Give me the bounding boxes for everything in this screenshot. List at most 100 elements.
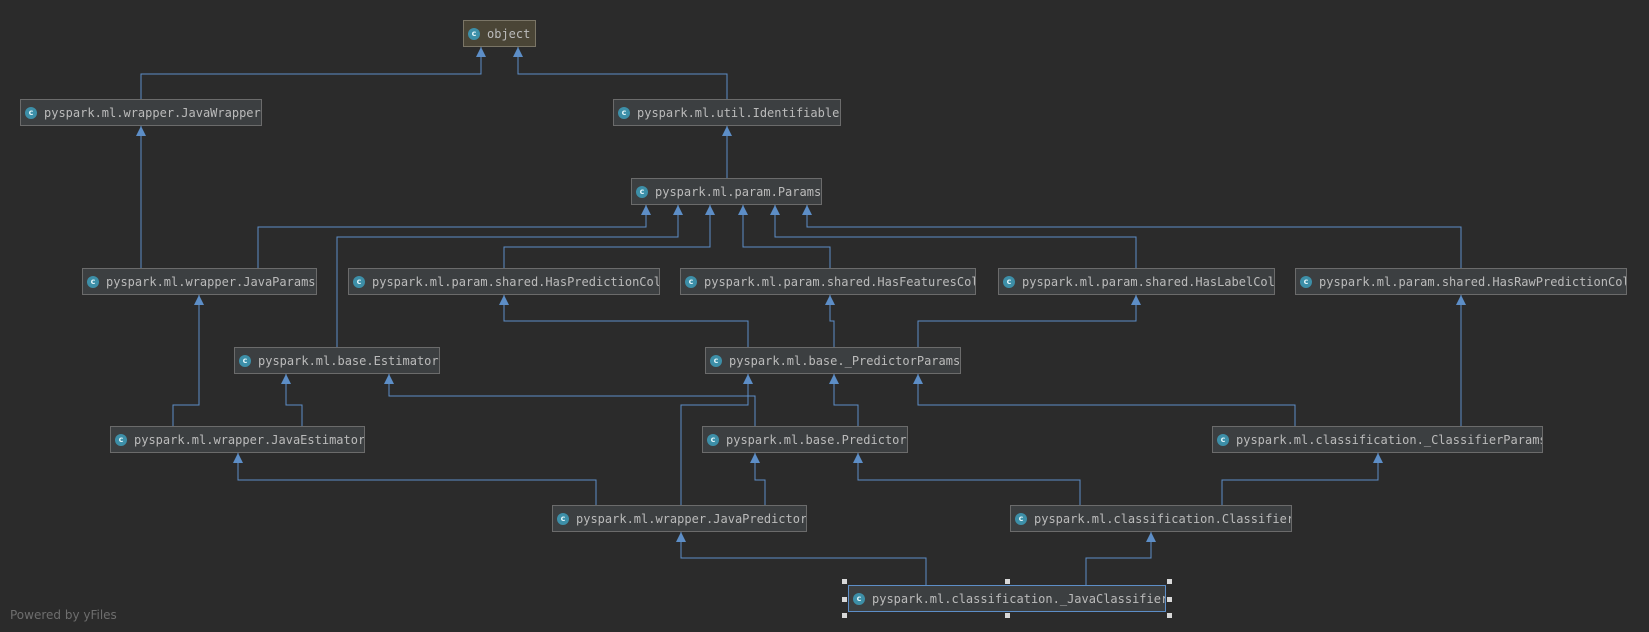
- class-icon: c: [557, 512, 569, 525]
- resize-handle[interactable]: [842, 613, 847, 618]
- resize-handle[interactable]: [1167, 579, 1172, 584]
- edge-identifiable-to-object: [517, 47, 728, 99]
- arrowhead: [738, 205, 748, 215]
- class-node-predictor[interactable]: c pyspark.ml.base.Predictor: [702, 426, 908, 453]
- class-label: pyspark.ml.base._PredictorParams: [729, 353, 961, 368]
- edge-has-features-col-to-params: [742, 205, 831, 268]
- class-label: pyspark.ml.wrapper.JavaWrapper: [44, 105, 261, 120]
- class-icon: c: [115, 433, 127, 446]
- class-icon: c: [710, 354, 722, 367]
- class-node-has-prediction-col[interactable]: c pyspark.ml.param.shared.HasPredictionCo…: [348, 268, 660, 295]
- arrowhead: [676, 532, 686, 542]
- class-icon: c: [1300, 275, 1312, 288]
- resize-handle[interactable]: [842, 579, 847, 584]
- arrowhead: [233, 453, 243, 463]
- class-icon: c: [618, 106, 630, 119]
- arrowhead: [384, 374, 394, 384]
- arrowhead: [722, 126, 732, 136]
- arrowhead: [641, 205, 651, 215]
- arrowhead: [829, 374, 839, 384]
- resize-handle[interactable]: [1005, 579, 1010, 584]
- arrowhead: [194, 295, 204, 305]
- class-icon: c: [636, 185, 648, 198]
- arrowhead: [825, 295, 835, 305]
- class-label: pyspark.ml.param.shared.HasPredictionCol: [372, 274, 660, 289]
- edge-estimator-to-params: [336, 205, 679, 347]
- edge-classifier-params-to-predictor-params: [917, 374, 1296, 426]
- resize-handle[interactable]: [1005, 613, 1010, 618]
- edge-java-classifier-to-classifier: [1085, 532, 1152, 585]
- edge-java-predictor-to-predictor-params: [680, 374, 749, 505]
- resize-handle[interactable]: [1167, 596, 1172, 602]
- edge-predictor-params-to-has-features-col: [829, 295, 835, 347]
- yfiles-watermark: Powered by yFiles: [10, 608, 117, 622]
- edge-predictor-to-estimator: [388, 374, 756, 426]
- edge-java-classifier-to-java-predictor: [680, 532, 927, 585]
- edge-java-predictor-to-java-estimator: [237, 453, 597, 505]
- class-label: pyspark.ml.base.Estimator: [258, 353, 439, 368]
- edge-predictor-params-to-has-prediction-col: [503, 295, 749, 347]
- class-label: pyspark.ml.wrapper.JavaParams: [106, 274, 316, 289]
- class-icon: c: [685, 275, 697, 288]
- edge-java-estimator-to-estimator: [285, 374, 303, 426]
- class-icon: c: [468, 27, 480, 40]
- class-icon: c: [353, 275, 365, 288]
- class-icon: c: [25, 106, 37, 119]
- class-icon: c: [1003, 275, 1015, 288]
- resize-handle[interactable]: [1167, 613, 1172, 618]
- class-node-java-params[interactable]: c pyspark.ml.wrapper.JavaParams: [82, 268, 317, 295]
- arrowhead: [476, 47, 486, 57]
- arrowhead: [913, 374, 923, 384]
- edge-predictor-to-predictor-params: [833, 374, 859, 426]
- edge-has-raw-prediction-col-to-params: [806, 205, 1462, 268]
- class-label: pyspark.ml.param.shared.HasFeaturesCol: [704, 274, 976, 289]
- class-label: object: [487, 26, 531, 41]
- class-label: pyspark.ml.base.Predictor: [726, 432, 907, 447]
- class-label: pyspark.ml.param.shared.HasLabelCol: [1022, 274, 1275, 289]
- class-label: pyspark.ml.param.Params: [655, 184, 822, 199]
- edge-java-predictor-to-predictor: [754, 453, 766, 505]
- arrowhead: [673, 205, 683, 215]
- class-node-params[interactable]: c pyspark.ml.param.Params: [631, 178, 822, 205]
- arrowhead: [743, 374, 753, 384]
- arrowhead: [705, 205, 715, 215]
- arrowhead: [1373, 453, 1383, 463]
- class-label: pyspark.ml.util.Identifiable: [637, 105, 840, 120]
- arrowhead: [1456, 295, 1466, 305]
- class-node-java-predictor[interactable]: c pyspark.ml.wrapper.JavaPredictor: [552, 505, 807, 532]
- edge-classifier-to-predictor: [857, 453, 1081, 505]
- edge-has-label-col-to-params: [774, 205, 1137, 268]
- edge-has-prediction-col-to-params: [503, 205, 711, 268]
- arrowhead: [853, 453, 863, 463]
- class-label: pyspark.ml.wrapper.JavaEstimator: [134, 432, 365, 447]
- class-label: pyspark.ml.wrapper.JavaPredictor: [576, 511, 807, 526]
- edge-classifier-to-classifier-params: [1221, 453, 1379, 505]
- arrowhead: [802, 205, 812, 215]
- arrowhead: [1146, 532, 1156, 542]
- class-node-identifiable[interactable]: c pyspark.ml.util.Identifiable: [613, 99, 841, 126]
- arrowhead: [281, 374, 291, 384]
- arrowhead: [750, 453, 760, 463]
- resize-handle[interactable]: [842, 596, 847, 602]
- arrowhead: [499, 295, 509, 305]
- class-node-java-estimator[interactable]: c pyspark.ml.wrapper.JavaEstimator: [110, 426, 365, 453]
- edge-predictor-params-to-has-label-col: [917, 295, 1137, 347]
- class-icon: c: [707, 433, 719, 446]
- class-node-has-label-col[interactable]: c pyspark.ml.param.shared.HasLabelCol: [998, 268, 1275, 295]
- class-label: pyspark.ml.classification.Classifier: [1034, 511, 1292, 526]
- arrowhead: [136, 126, 146, 136]
- class-icon: c: [1217, 433, 1229, 446]
- class-icon: c: [87, 275, 99, 288]
- class-node-java-wrapper[interactable]: c pyspark.ml.wrapper.JavaWrapper: [20, 99, 262, 126]
- class-node-has-raw-prediction-col[interactable]: c pyspark.ml.param.shared.HasRawPredictio…: [1295, 268, 1627, 295]
- class-label: pyspark.ml.param.shared.HasRawPrediction…: [1319, 274, 1627, 289]
- edge-java-wrapper-to-object: [140, 47, 482, 99]
- class-node-predictor-params[interactable]: c pyspark.ml.base._PredictorParams: [705, 347, 961, 374]
- class-node-has-features-col[interactable]: c pyspark.ml.param.shared.HasFeaturesCol: [680, 268, 976, 295]
